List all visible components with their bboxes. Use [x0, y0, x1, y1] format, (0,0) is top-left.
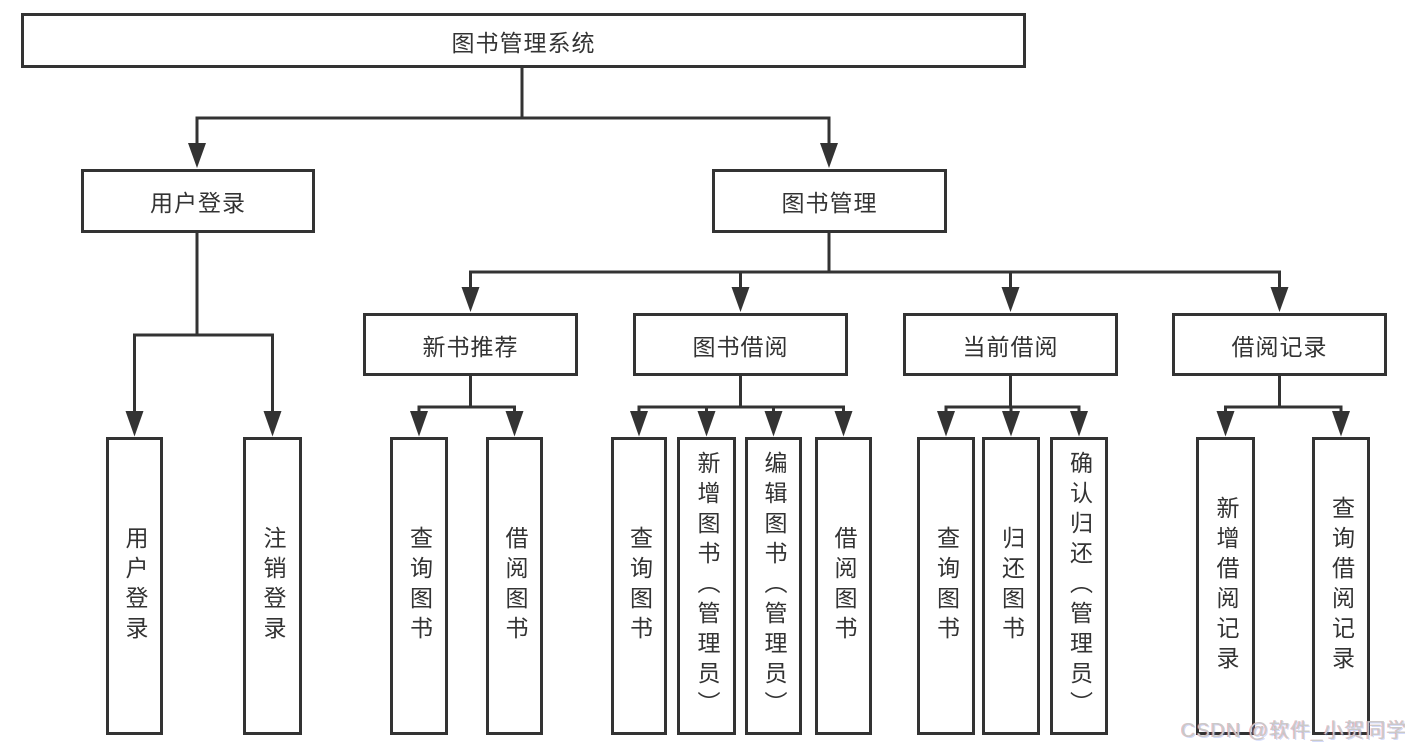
- node-label: 查询图书: [626, 526, 653, 646]
- node-label: 当前借阅: [962, 333, 1059, 360]
- node-query-books-1: 查询图书: [390, 437, 448, 735]
- watermark: CSDN @软件_小贺同学: [1181, 720, 1405, 742]
- node-user-login: 用户登录: [81, 169, 315, 233]
- node-label: 图书管理系统: [451, 29, 596, 56]
- node-book-borrowing: 图书借阅: [633, 313, 848, 376]
- node-add-book-admin: 新增图书（管理员）: [677, 437, 736, 735]
- node-return-books: 归还图书: [982, 437, 1040, 735]
- node-user-login-leaf: 用户登录: [106, 437, 163, 735]
- node-library-management-system: 图书管理系统: [21, 13, 1026, 68]
- node-label: 注销登录: [260, 526, 286, 646]
- node-label: 归还图书: [998, 526, 1025, 646]
- node-label: 新增图书（管理员）: [694, 451, 720, 721]
- node-label: 图书借阅: [692, 333, 789, 360]
- node-book-management: 图书管理: [712, 169, 947, 233]
- node-label: 编辑图书（管理员）: [761, 451, 787, 721]
- node-label: 新增借阅记录: [1213, 496, 1239, 676]
- node-label: 查询图书: [933, 526, 960, 646]
- node-query-books-2: 查询图书: [611, 437, 667, 735]
- node-query-books-3: 查询图书: [917, 437, 975, 735]
- node-label: 借阅图书: [502, 526, 528, 646]
- node-label: 新书推荐: [422, 333, 519, 360]
- node-borrow-books-2: 借阅图书: [815, 437, 872, 735]
- node-label: 借阅记录: [1231, 333, 1328, 360]
- node-borrowing-records: 借阅记录: [1172, 313, 1387, 376]
- node-borrow-books-1: 借阅图书: [486, 437, 543, 735]
- node-confirm-return-admin: 确认归还（管理员）: [1050, 437, 1108, 735]
- node-edit-book-admin: 编辑图书（管理员）: [745, 437, 802, 735]
- node-label: 用户登录: [150, 190, 246, 216]
- node-label: 确认归还（管理员）: [1066, 451, 1093, 721]
- node-new-book-recommendation: 新书推荐: [363, 313, 578, 376]
- node-current-borrowing: 当前借阅: [903, 313, 1118, 376]
- node-label: 借阅图书: [831, 526, 857, 646]
- node-label: 查询图书: [406, 526, 433, 646]
- node-label: 查询借阅记录: [1328, 496, 1355, 676]
- node-logout-leaf: 注销登录: [243, 437, 302, 735]
- node-query-borrow-record: 查询借阅记录: [1312, 437, 1370, 735]
- node-label: 用户登录: [122, 526, 148, 646]
- node-add-borrow-record: 新增借阅记录: [1196, 437, 1255, 735]
- node-label: 图书管理: [781, 190, 878, 216]
